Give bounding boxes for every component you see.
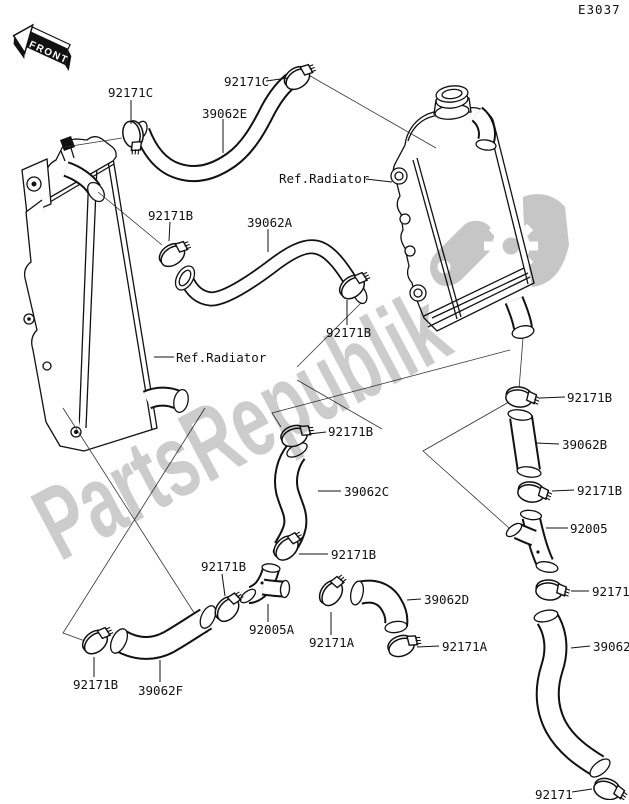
front-arrow: FRONT bbox=[12, 23, 72, 72]
callout-39062A: 39062A bbox=[247, 215, 293, 230]
callout-92171-1: 92171 bbox=[592, 584, 629, 599]
hoses bbox=[109, 72, 611, 778]
callout-92171B-1: 92171B bbox=[148, 208, 194, 223]
left-radiator bbox=[21, 136, 189, 452]
hose-39062E bbox=[134, 72, 299, 182]
callout-92171B-6: 92171B bbox=[331, 547, 377, 562]
inlet-stub-tip bbox=[60, 136, 75, 151]
hose-39062B bbox=[507, 409, 542, 478]
clamp-92171-2 bbox=[590, 774, 629, 804]
ref-radiator-left: Ref.Radiator bbox=[176, 350, 267, 365]
clamp-92171B-1 bbox=[154, 234, 196, 272]
callout-92171B-7: 92171B bbox=[201, 559, 247, 574]
callout-92171B-2: 92171B bbox=[326, 325, 372, 340]
hose-39062F bbox=[109, 605, 217, 660]
callout-92171B-4: 92171B bbox=[577, 483, 623, 498]
callout-39062F: 39062F bbox=[138, 683, 184, 698]
clamp-92171B-7 bbox=[210, 585, 249, 627]
callout-39062C: 39062C bbox=[344, 484, 390, 499]
left-radiator-upper-outlet bbox=[87, 181, 105, 203]
assembly-lines bbox=[62, 72, 524, 642]
right-radiator-outlet bbox=[511, 325, 535, 339]
page-code: E3037 bbox=[578, 2, 621, 17]
clamp-92171A-1 bbox=[314, 569, 352, 611]
left-radiator-lower-outlet bbox=[173, 389, 189, 413]
clamp-92171B-5 bbox=[277, 418, 318, 451]
right-radiator bbox=[390, 85, 535, 339]
callout-92171B-8: 92171B bbox=[73, 677, 119, 692]
callout-92171A-2: 92171A bbox=[442, 639, 488, 654]
ref-radiator-right: Ref.Radiator bbox=[279, 171, 370, 186]
callout-92171-2: 92171 bbox=[535, 787, 573, 802]
callout-39062B: 39062B bbox=[562, 437, 608, 452]
callout-92005A: 92005A bbox=[249, 622, 295, 637]
callout-39062D: 39062D bbox=[424, 592, 470, 607]
callout-92171C-1: 92171C bbox=[108, 85, 154, 100]
callout-39062E: 39062E bbox=[202, 106, 248, 121]
hose-39062A bbox=[174, 239, 368, 307]
hose-39062 bbox=[533, 609, 611, 778]
callout-92171C-2: 92171C bbox=[224, 74, 270, 89]
clamp-92171B-3 bbox=[503, 384, 542, 411]
clamp-92171-1 bbox=[534, 578, 572, 603]
leader-lines bbox=[93, 77, 593, 793]
fitting-92005A bbox=[239, 563, 291, 604]
fitting-92005 bbox=[505, 509, 559, 573]
callout-92171A-1: 92171A bbox=[309, 635, 355, 650]
callout-39062: 39062 bbox=[593, 639, 629, 654]
callout-92005: 92005 bbox=[570, 521, 608, 536]
right-radiator-inlet bbox=[475, 139, 497, 151]
clamp-92171A-2 bbox=[384, 628, 425, 661]
clamp-92171B-4 bbox=[515, 479, 555, 507]
hose-39062D bbox=[349, 579, 409, 634]
callout-92171B-5: 92171B bbox=[328, 424, 374, 439]
callout-92171B-3: 92171B bbox=[567, 390, 613, 405]
